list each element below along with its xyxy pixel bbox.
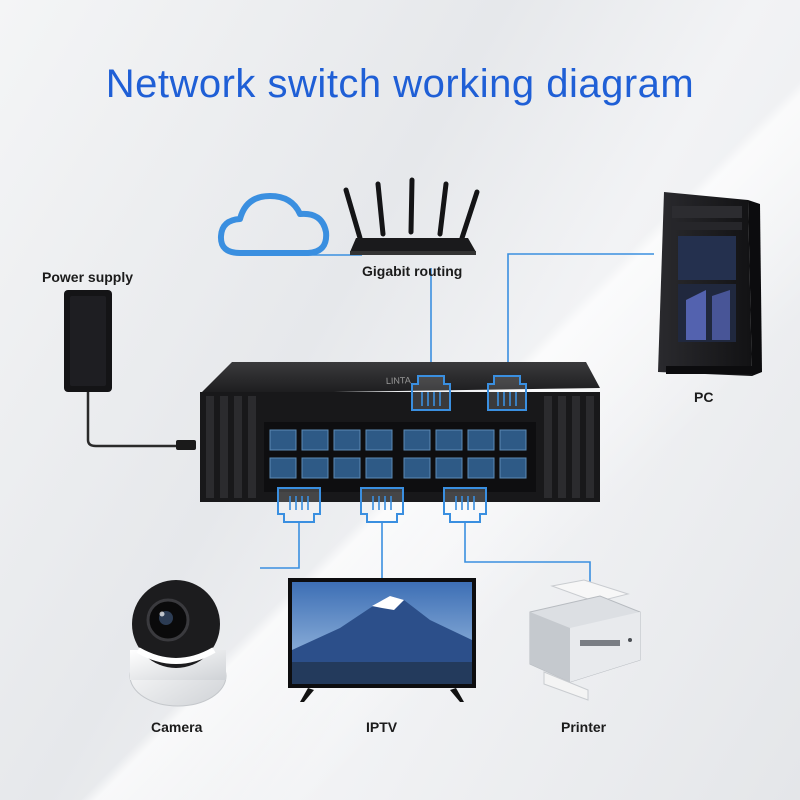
ethernet-port-icon — [443, 487, 487, 523]
ethernet-port-icon — [277, 487, 321, 523]
router-icon — [343, 177, 480, 255]
printer-label: Printer — [561, 719, 607, 735]
line-switch-printer — [464, 522, 591, 582]
line-switch-camera — [260, 522, 300, 569]
ethernet-port-icon — [360, 487, 404, 523]
ethernet-port-icon — [487, 375, 527, 411]
page-title: Network switch working diagram — [105, 62, 695, 106]
printer-icon — [529, 579, 641, 701]
iptv-label: IPTV — [366, 719, 398, 735]
pc-label: PC — [694, 389, 714, 405]
cloud-icon — [217, 193, 330, 256]
line-pc-switch — [507, 253, 654, 372]
router-label: Gigabit routing — [362, 263, 463, 279]
network-switch-icon: LINTA — [200, 362, 600, 502]
pc-tower-icon — [658, 192, 762, 376]
camera-icon — [129, 580, 227, 707]
camera-label: Camera — [151, 719, 203, 735]
power-adapter-icon — [64, 290, 196, 450]
power-supply-label: Power supply — [42, 269, 134, 285]
tv-icon — [288, 578, 476, 702]
switch-brand: LINTA — [386, 375, 411, 386]
ethernet-port-icon — [411, 375, 451, 411]
